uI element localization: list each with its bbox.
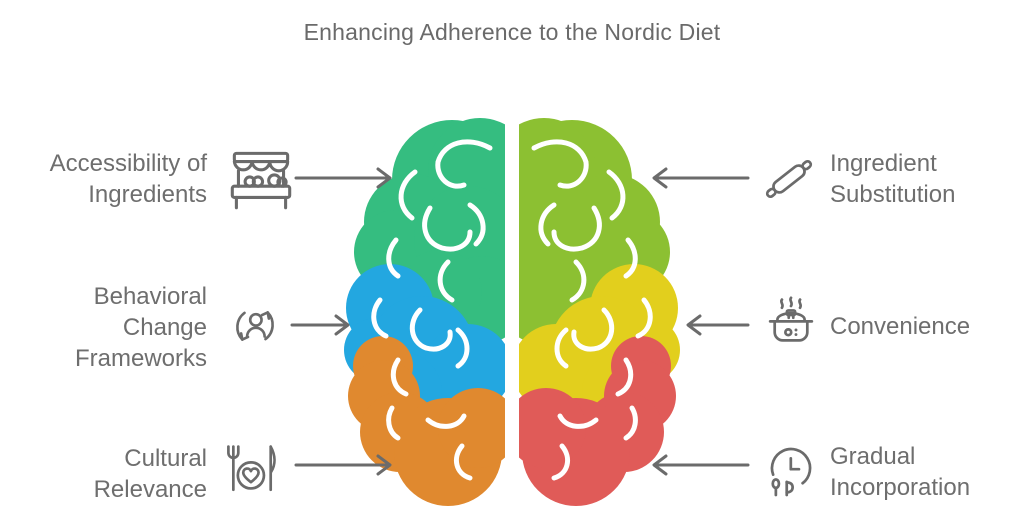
brain-gyri-lines-right [531, 139, 653, 481]
label-line: Ingredient [830, 150, 937, 177]
label-line: Accessibility of [49, 150, 207, 177]
label-line: Gradual [830, 443, 916, 470]
cutlery-heart-plate-icon [227, 445, 276, 492]
brain-left-hemisphere [344, 118, 505, 506]
person-renewal-icon [236, 311, 274, 341]
label-line: Behavioral [93, 283, 207, 310]
page-title: Enhancing Adherence to the Nordic Diet [303, 19, 721, 45]
brain-right-hemisphere [519, 118, 680, 506]
arrow-cultural-relevance [294, 454, 392, 476]
brain-right-top-section [519, 118, 670, 344]
label-cultural-relevance: Cultural Relevance [0, 443, 207, 505]
brain-gyri-lines-left [371, 139, 493, 481]
label-accessibility-of-ingredients: Accessibility of Ingredients [0, 148, 207, 210]
label-line: Ingredients [88, 181, 207, 208]
arrow-gradual-incorporation [652, 454, 750, 476]
label-line: Convenience [830, 313, 971, 340]
brain-left-bottom-section [348, 336, 505, 506]
arrow-behavioral-change-frameworks [290, 314, 350, 336]
market-stall-icon [230, 151, 292, 210]
arrow-convenience [686, 314, 750, 336]
label-line: Frameworks [74, 345, 207, 372]
brain-right-bottom-section [519, 336, 676, 506]
connector-arrows [290, 167, 750, 476]
label-ingredient-substitution: Ingredient Substitution [830, 148, 955, 210]
label-line: Incorporation [830, 474, 971, 501]
meal-clock-icon [770, 447, 812, 497]
arrow-accessibility-of-ingredients [294, 167, 392, 189]
arrow-ingredient-substitution [652, 167, 750, 189]
rolling-pin-icon [765, 159, 813, 199]
label-line: Relevance [93, 476, 207, 503]
label-behavioral-change-frameworks: Behavioral Change Frameworks [0, 281, 207, 374]
label-gradual-incorporation: Gradual Incorporation [830, 441, 970, 503]
label-line: Change [122, 314, 207, 341]
label-line: Cultural [124, 445, 207, 472]
label-convenience: Convenience [830, 311, 970, 342]
cooking-pot-icon [768, 296, 814, 342]
label-line: Substitution [830, 181, 956, 208]
